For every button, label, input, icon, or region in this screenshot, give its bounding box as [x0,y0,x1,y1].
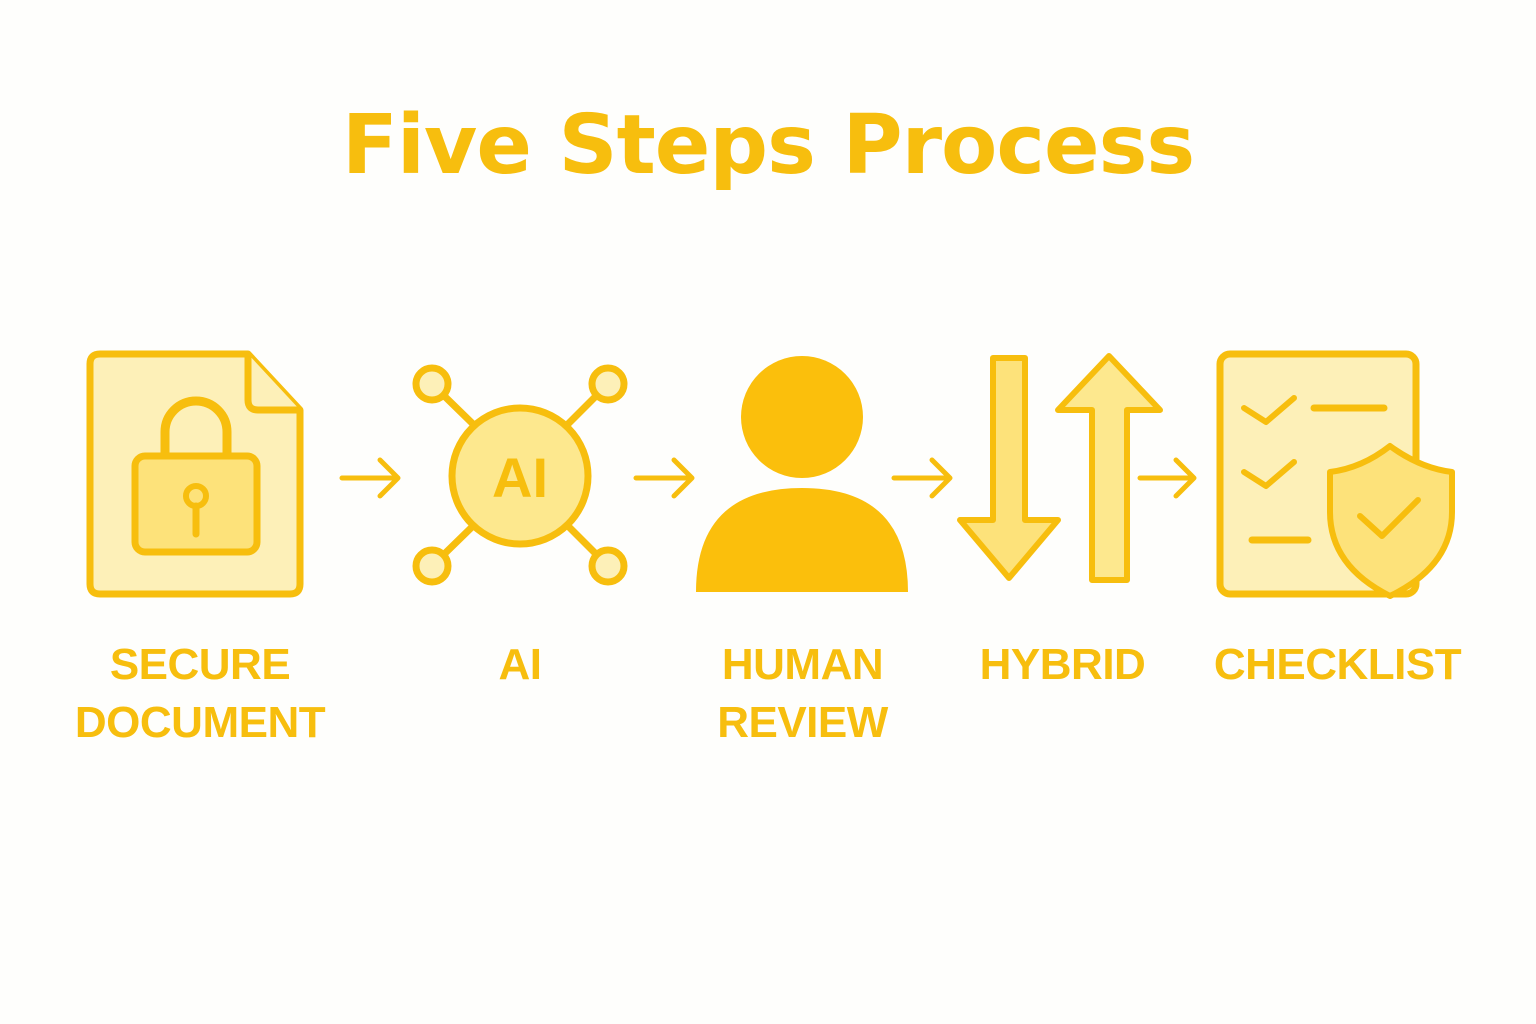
arrow-icon-1 [339,457,401,499]
step-label-secure-document: SECURE DOCUMENT [50,636,350,752]
step-label-checklist: CHECKLIST [1190,636,1485,694]
up-down-arrows-icon [957,353,1163,583]
person-icon [696,356,908,592]
checklist-shield-icon [1216,350,1455,599]
step-label-human-review: HUMAN REVIEW [680,636,925,752]
step-label-line: REVIEW [717,698,888,747]
arrow-icon-4 [1137,457,1197,499]
step-label-line: HUMAN [721,640,884,689]
step-label-hybrid: HYBRID [950,636,1175,694]
step-label-line: CHECKLIST [1213,640,1462,689]
step-label-line: SECURE [109,640,291,689]
arrow-icon-2 [633,457,695,499]
step-label-ai: AI [420,636,620,694]
page-title: Five Steps Process [341,98,1195,193]
locked-document-icon [86,350,304,598]
ai-icon-text: AI [492,446,548,509]
arrow-icon-3 [891,457,953,499]
step-label-line: HYBRID [979,640,1146,689]
ai-network-icon: AI [412,364,628,586]
step-label-line: DOCUMENT [74,698,326,747]
step-label-line: AI [498,640,543,689]
